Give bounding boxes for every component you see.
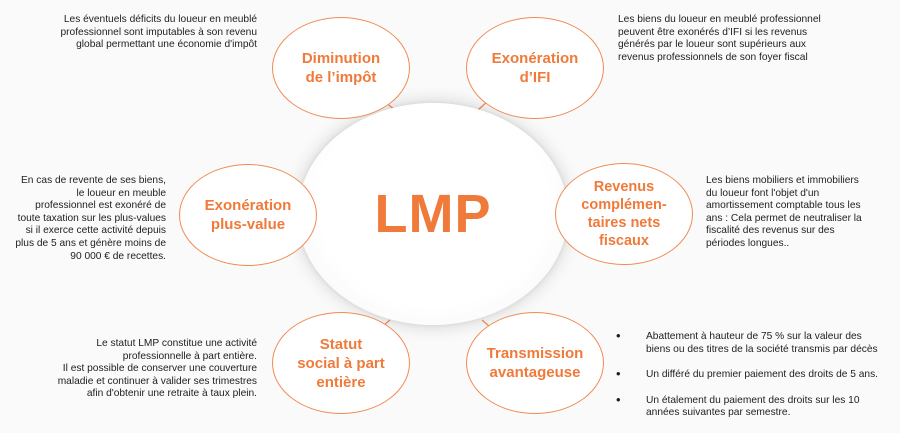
node-diminution-label: Diminution de l’impôt (301, 50, 381, 86)
center-hub: LMP (298, 103, 568, 325)
node-revenus-label: Revenus complémen- taires nets fiscaux (581, 179, 667, 249)
center-label: LMP (374, 184, 492, 244)
bullet-item: Un étalement du paiement des droits sur … (616, 394, 900, 420)
desc-ifi: Les biens du loueur en meublé profession… (618, 14, 821, 63)
node-ifi-label: Exonération d’IFI (491, 50, 579, 86)
node-statut: Statut social à part entière (272, 312, 410, 414)
desc-plus-value: En cas de revente de ses biens, le loueu… (15, 175, 166, 262)
node-transmission: Transmission avantageuse (466, 312, 604, 414)
bullet-item: Abattement à hauteur de 75 % sur la vale… (616, 330, 900, 356)
desc-revenus: Les biens mobiliers et immobiliers du lo… (706, 175, 862, 249)
node-transmission-label: Transmission avantageuse (486, 345, 584, 381)
desc-diminution: Les éventuels déficits du loueur en meub… (60, 14, 257, 51)
node-plus-value: Exonération plus-value (179, 164, 317, 266)
bullet-item: Un différé du premier paiement des droit… (616, 368, 900, 382)
transmission-bullets: Abattement à hauteur de 75 % sur la vale… (616, 330, 900, 433)
desc-statut: Le statut LMP constitue une activité pro… (57, 338, 257, 400)
node-statut-label: Statut social à part entière (297, 335, 385, 391)
node-ifi: Exonération d’IFI (466, 17, 604, 119)
node-revenus: Revenus complémen- taires nets fiscaux (555, 163, 693, 265)
node-diminution: Diminution de l’impôt (272, 17, 410, 119)
node-plus-value-label: Exonération plus-value (204, 197, 292, 233)
